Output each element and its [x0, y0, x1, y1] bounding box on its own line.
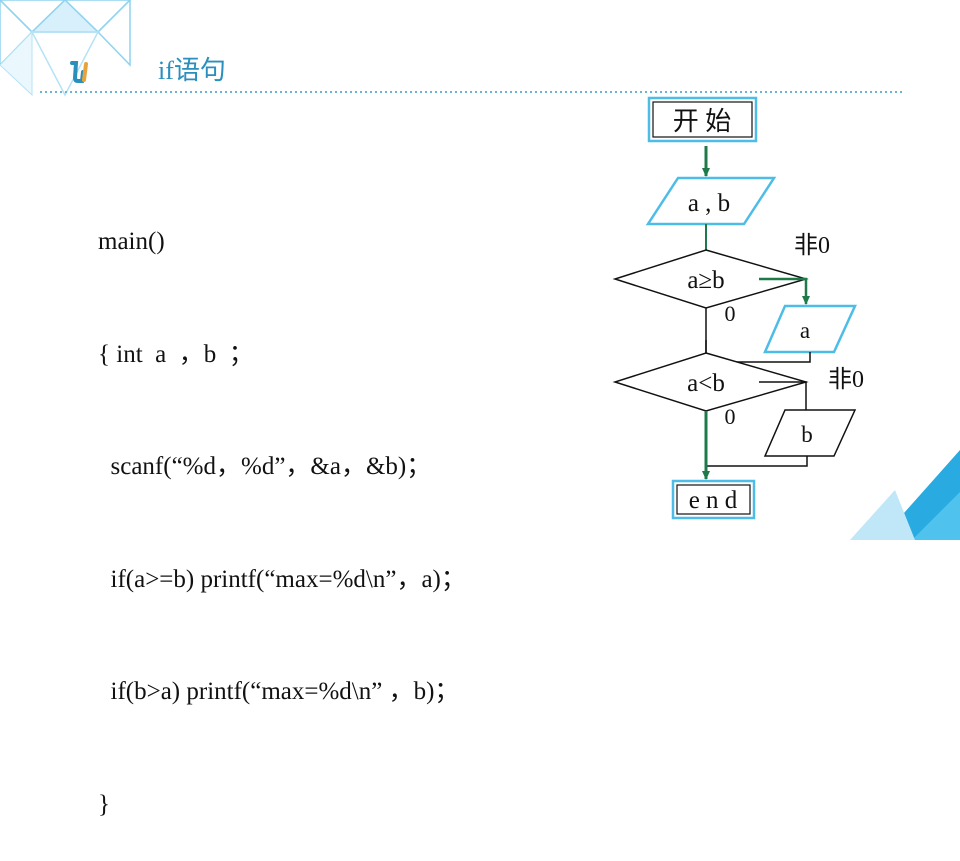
code-line: if(b>a) printf(“max=%d\n” ，b)； [98, 678, 460, 705]
flowchart-output-a-parallelogram [763, 304, 857, 354]
flowchart-input-parallelogram [645, 176, 777, 226]
flowchart-end-box [671, 479, 756, 520]
code-line: } [98, 790, 110, 818]
code-line: if(a>=b) printf(“max=%d\n”，a)； [98, 565, 466, 593]
flowchart-decision2-no-label: 非0 [828, 366, 864, 393]
flowchart-output-b-parallelogram [763, 409, 857, 457]
flowchart-start-label: 开 始 [673, 107, 732, 136]
slide-title: if语句 [158, 56, 226, 85]
code-line: { int a ，b ； [98, 340, 254, 368]
flowchart-input-label: a , b [688, 190, 730, 217]
flowchart-decision1-label: a≥b [687, 267, 724, 294]
code-line: scanf(“%d，%d”，&a，&b)； [98, 453, 432, 480]
flowchart-start-box [647, 96, 758, 143]
flowchart-output-a-label: a [800, 318, 810, 343]
flowchart-decision2-label: a<b [687, 370, 725, 397]
flowchart-decision1-yes-label: 0 [725, 301, 736, 326]
flowchart-end-inner-border [676, 484, 751, 515]
corner-decoration-top-left [0, 0, 132, 97]
code-line: main() [98, 228, 165, 255]
flow-arrow-decision1-to-output-a [759, 277, 810, 305]
flowchart-start-inner-border [652, 101, 753, 138]
corner-decoration-bottom-right [850, 450, 960, 540]
slide-canvas: 开 始 a , b a≥b 0 非0 a a<b 0 非0 b e n d [0, 0, 960, 540]
flowchart-output-b-label: b [801, 422, 813, 447]
flow-line-decision2-to-output-b [759, 381, 807, 410]
flowchart-decision2-yes-label: 0 [725, 404, 736, 429]
flowchart-end-label: e n d [689, 487, 738, 514]
logo-icon [70, 61, 88, 83]
flow-line-output-b-merge [706, 456, 808, 467]
flowchart-decision1-no-label: 非0 [794, 232, 830, 259]
